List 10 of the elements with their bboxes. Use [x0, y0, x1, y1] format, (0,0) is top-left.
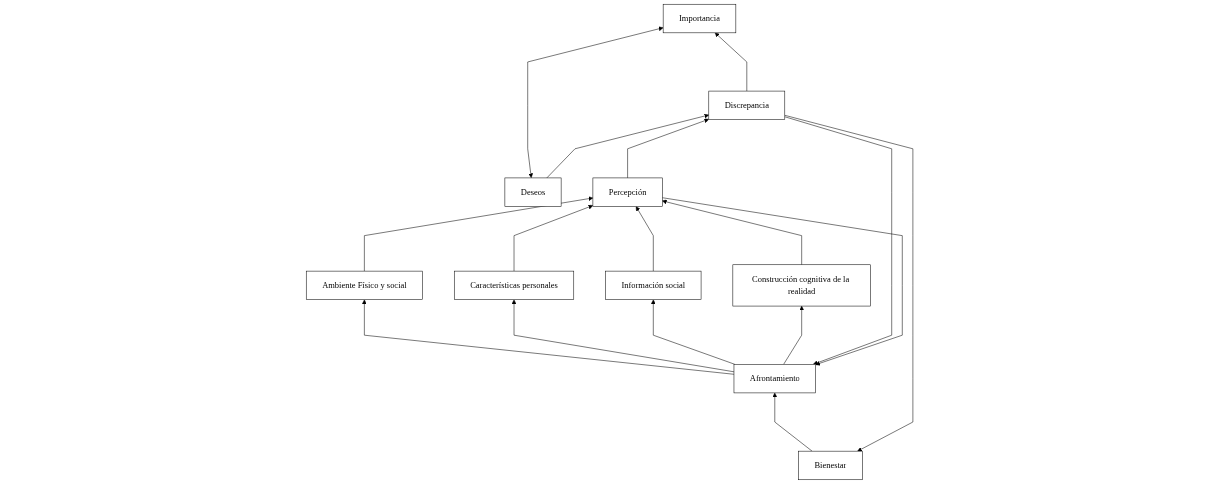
node-box: Importancia: [662, 3, 737, 34]
node-box: Construcción cognitiva de la realidad: [732, 264, 871, 307]
node-box: Deseos: [504, 177, 562, 207]
node-box: Características personales: [453, 270, 574, 300]
node-box: Afrontamiento: [733, 364, 816, 394]
node-box: Ambiente Físico y social: [305, 270, 423, 300]
node-box: Bienestar: [798, 450, 863, 480]
node-box: Discrepancia: [708, 90, 785, 120]
node-box: Percepción: [592, 177, 663, 207]
node-box: Información social: [605, 270, 702, 300]
